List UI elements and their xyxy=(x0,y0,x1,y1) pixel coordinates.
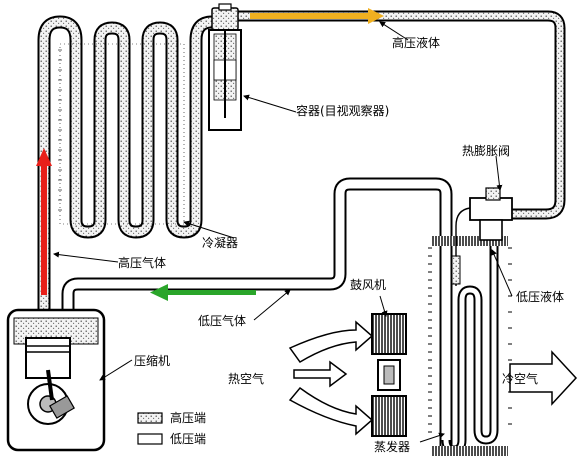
legend-swatches xyxy=(137,412,163,445)
evaporator-coil xyxy=(428,236,512,456)
label-low-pressure-gas: 低压气体 xyxy=(198,314,247,328)
legend-high-side: 高压端 xyxy=(170,411,207,425)
label-high-pressure-liquid: 高压液体 xyxy=(392,36,441,50)
label-blower: 鼓风机 xyxy=(350,278,387,292)
hot-air-arrows xyxy=(288,320,374,436)
label-hot-air: 热空气 xyxy=(228,372,265,386)
high-pressure-liquid-line xyxy=(236,8,566,220)
compressor xyxy=(6,308,106,452)
label-evaporator: 蒸发器 xyxy=(374,440,411,454)
label-low-pressure-liquid: 低压液体 xyxy=(516,290,565,304)
high-pressure-gas-line xyxy=(37,15,219,330)
high-pressure-gas-arrow xyxy=(36,148,52,295)
blower-assembly xyxy=(371,313,407,437)
label-cold-air: 冷空气 xyxy=(502,372,539,386)
low-pressure-gas-line xyxy=(61,177,453,450)
leader-lines xyxy=(53,21,513,443)
legend-low-side: 低压端 xyxy=(170,432,207,446)
label-receiver: 容器(目视观察器) xyxy=(296,104,390,118)
cold-air-arrow xyxy=(509,350,578,406)
label-condenser: 冷凝器 xyxy=(202,236,239,250)
receiver-sight-glass xyxy=(208,3,242,131)
expansion-valve xyxy=(451,187,513,286)
label-compressor: 压缩机 xyxy=(134,354,171,368)
condenser-fins xyxy=(58,43,185,225)
label-expansion-valve: 热膨胀阀 xyxy=(462,144,511,158)
label-high-pressure-gas: 高压气体 xyxy=(118,256,167,270)
